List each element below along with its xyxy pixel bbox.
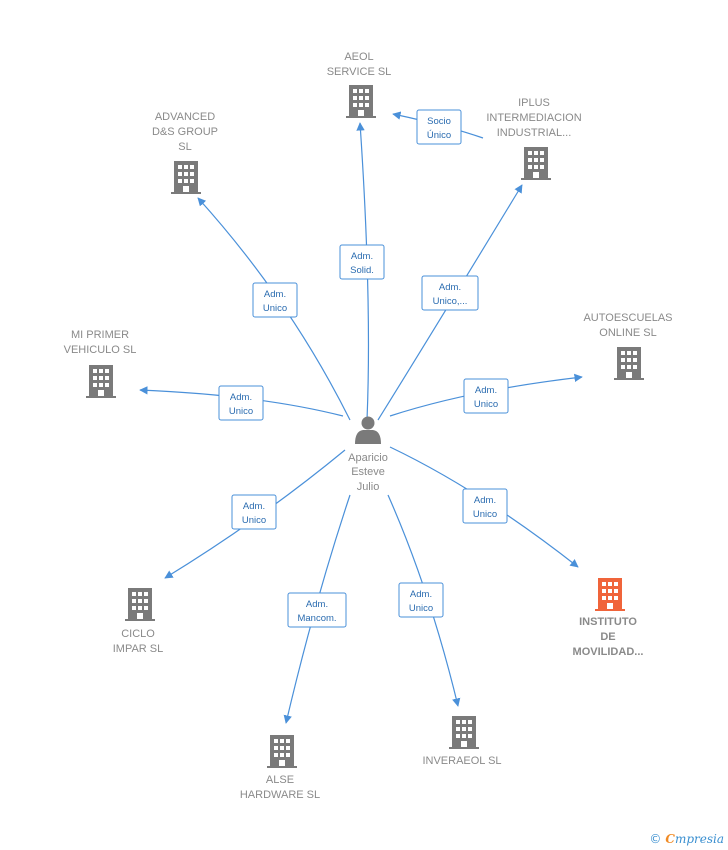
company-nodes: AEOL SERVICE SL ADVANCED D&S GROUP SL IPLUS… — [64, 51, 673, 801]
company-name-line: MI PRIMER — [71, 329, 129, 341]
company-node[interactable]: AEOL SERVICE SL — [327, 51, 392, 118]
edges-layer — [139, 111, 583, 724]
company-name-line: INSTITUTO — [579, 616, 637, 628]
company-name-line: MOVILIDAD... — [573, 646, 644, 658]
relation-line-1: Socio — [427, 116, 451, 127]
company-node[interactable]: AUTOESCUELAS ONLINE SL — [583, 312, 673, 380]
relation-line-2: Unico,... — [433, 296, 468, 307]
relation-line-1: Adm. — [410, 589, 432, 600]
relation-line-2: Unico — [263, 303, 287, 314]
building-icon — [521, 147, 551, 180]
company-node[interactable]: INVERAEOL SL — [422, 716, 502, 767]
company-node[interactable]: ADVANCED D&S GROUP SL — [152, 111, 218, 194]
company-name-line: D&S GROUP — [152, 126, 218, 138]
company-name-line: HARDWARE SL — [240, 789, 320, 801]
relation-line-1: Adm. — [243, 501, 265, 512]
company-name-line: ADVANCED — [155, 111, 215, 123]
company-node[interactable]: INSTITUTO DE MOVILIDAD... — [573, 578, 644, 658]
relation-label[interactable]: Adm. Unico — [462, 488, 508, 524]
brand-initial: C — [665, 832, 675, 846]
relation-line-2: Mancom. — [297, 613, 336, 624]
brand-footer: ©Cmpresia — [649, 832, 724, 846]
relation-labels: Adm. Solid. Adm. Unico Adm. Unico,... So… — [218, 109, 509, 628]
relation-line-1: Adm. — [474, 495, 496, 506]
brand-name: mpresia — [674, 832, 724, 846]
company-node[interactable]: IPLUS INTERMEDIACION INDUSTRIAL... — [486, 97, 582, 180]
copyright-symbol: © — [649, 832, 662, 846]
person-name-line: Julio — [357, 481, 380, 493]
edge-iplus — [377, 184, 523, 421]
company-name-line: INDUSTRIAL... — [497, 127, 572, 139]
building-icon — [125, 588, 155, 621]
company-name-line: SERVICE SL — [327, 66, 392, 78]
relation-line-2: Unico — [242, 515, 266, 526]
relation-label[interactable]: Adm. Unico,... — [421, 275, 479, 311]
company-name-line: AEOL — [344, 51, 373, 63]
building-icon — [267, 735, 297, 768]
building-icon — [595, 578, 625, 611]
relation-line-1: Adm. — [351, 251, 373, 262]
relation-line-1: Adm. — [439, 282, 461, 293]
relation-line-2: Unico — [473, 509, 497, 520]
building-icon — [86, 365, 116, 398]
company-name-line: ONLINE SL — [599, 327, 656, 339]
company-name-line: INTERMEDIACION — [486, 112, 581, 124]
relation-label[interactable]: Adm. Mancom. — [287, 592, 347, 628]
company-name-line: SL — [178, 141, 191, 153]
relation-label[interactable]: Adm. Unico — [218, 385, 264, 421]
relation-label[interactable]: Socio Único — [416, 109, 462, 145]
relation-line-1: Adm. — [230, 392, 252, 403]
relation-label[interactable]: Adm. Unico — [231, 494, 277, 530]
relation-line-2: Único — [427, 130, 451, 141]
relation-line-2: Solid. — [350, 265, 374, 276]
company-node[interactable]: ALSE HARDWARE SL — [240, 735, 320, 801]
building-icon — [449, 716, 479, 749]
company-name-line: AUTOESCUELAS — [583, 312, 672, 324]
relation-label[interactable]: Adm. Unico — [463, 378, 509, 414]
center-person[interactable]: Aparicio Esteve Julio — [348, 416, 388, 494]
person-icon — [355, 416, 381, 444]
relation-line-2: Unico — [409, 603, 433, 614]
relation-line-1: Adm. — [306, 599, 328, 610]
company-node[interactable]: CICLO IMPAR SL — [113, 588, 164, 655]
building-icon — [614, 347, 644, 380]
company-name-line: IPLUS — [518, 97, 550, 109]
company-name-line: CICLO — [121, 628, 155, 640]
relation-line-1: Adm. — [475, 385, 497, 396]
company-name-line: ALSE — [266, 774, 294, 786]
company-name-line: IMPAR SL — [113, 643, 164, 655]
company-name-line: DE — [600, 631, 615, 643]
relation-label[interactable]: Adm. Solid. — [339, 244, 385, 280]
edge-aeol — [356, 122, 370, 421]
relation-label[interactable]: Adm. Unico — [252, 282, 298, 318]
person-name-line: Esteve — [351, 466, 385, 478]
relation-line-1: Adm. — [264, 289, 286, 300]
company-name-line: VEHICULO SL — [64, 344, 137, 356]
relation-line-2: Unico — [229, 406, 253, 417]
relation-label[interactable]: Adm. Unico — [398, 582, 444, 618]
company-node[interactable]: MI PRIMER VEHICULO SL — [64, 329, 137, 398]
person-name-line: Aparicio — [348, 452, 388, 464]
relation-line-2: Unico — [474, 399, 498, 410]
building-icon — [171, 161, 201, 194]
company-name-line: INVERAEOL SL — [422, 755, 501, 767]
building-icon — [346, 85, 376, 118]
